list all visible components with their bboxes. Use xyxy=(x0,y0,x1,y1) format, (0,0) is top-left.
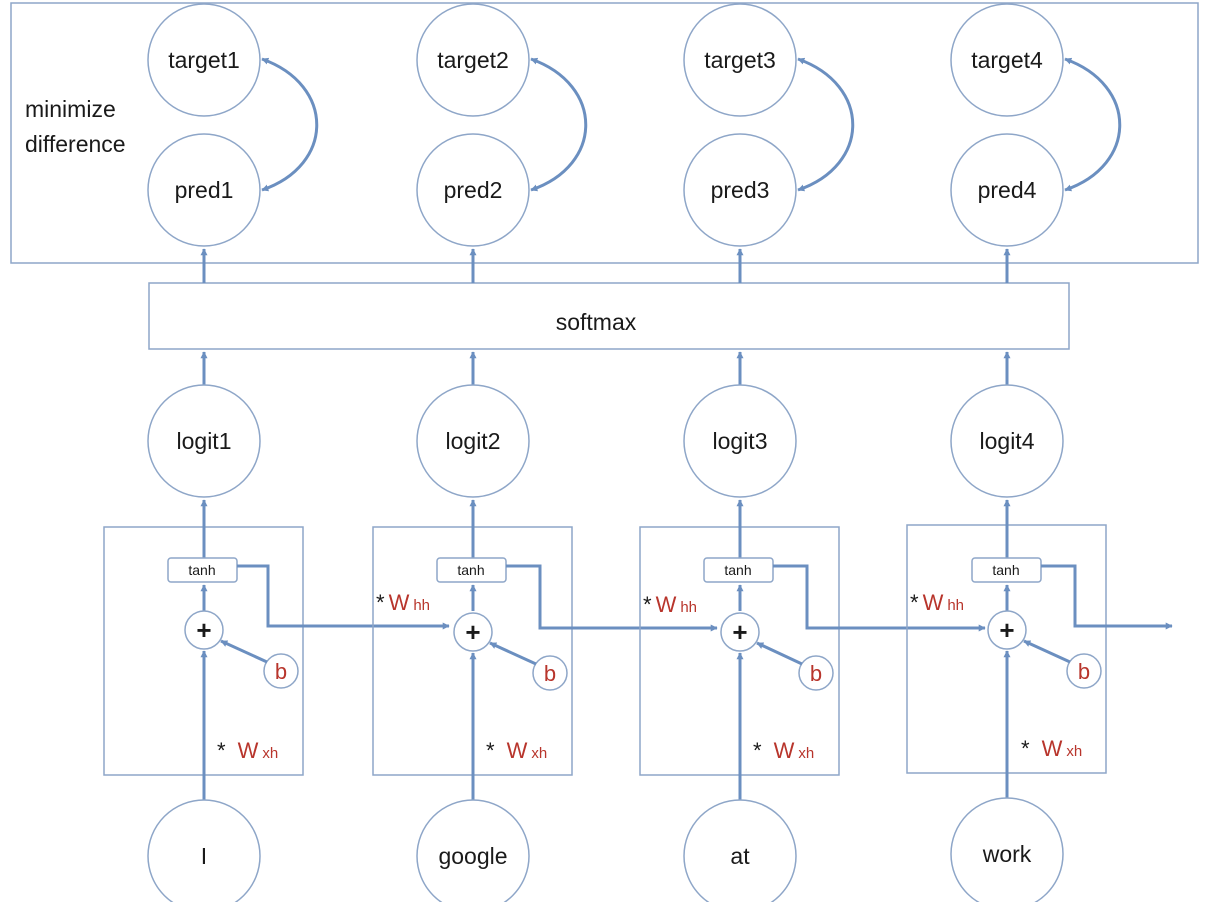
logit-node xyxy=(950,384,1064,498)
sum-symbol: + xyxy=(465,617,480,647)
sum-symbol: + xyxy=(999,615,1014,645)
hidden-state-arrow xyxy=(237,564,450,630)
softmax-box xyxy=(148,282,1070,350)
column-3: target3 pred3 logit3 tanh + b * W xh * W… xyxy=(639,3,986,902)
bias-node xyxy=(263,653,299,689)
input-node xyxy=(950,797,1064,902)
bias-node xyxy=(532,655,568,691)
tanh-box xyxy=(703,557,774,583)
input-weight-label: * W xh xyxy=(753,738,814,763)
sum-node xyxy=(184,610,224,650)
input-node xyxy=(416,799,530,902)
pred-node xyxy=(416,133,530,247)
bias-arrow xyxy=(1023,639,1071,664)
hidden-state-arrow xyxy=(773,564,986,632)
hidden-weight-label: * W hh xyxy=(910,590,964,615)
bias-label: b xyxy=(1078,659,1090,684)
pred-label: pred4 xyxy=(978,177,1037,203)
logit-label: logit2 xyxy=(446,428,501,454)
bias-label: b xyxy=(810,661,822,686)
difference-arrow xyxy=(530,57,588,192)
hidden-weight-label: * W hh xyxy=(643,592,697,617)
tanh-box xyxy=(971,557,1042,583)
logit-node xyxy=(416,384,530,498)
pred-node xyxy=(950,133,1064,247)
sum-node xyxy=(453,612,493,652)
target-node xyxy=(683,3,797,117)
logit-label: logit4 xyxy=(980,428,1035,454)
difference-arrow xyxy=(797,57,855,192)
pred-node xyxy=(683,133,797,247)
input-weight-label: * W xh xyxy=(486,738,547,763)
target-label: target2 xyxy=(437,47,509,73)
tanh-label: tanh xyxy=(992,562,1019,578)
sum-symbol: + xyxy=(732,617,747,647)
difference-arrow xyxy=(1064,57,1122,192)
input-word: google xyxy=(438,843,507,869)
target-node xyxy=(950,3,1064,117)
pred-label: pred2 xyxy=(444,177,503,203)
target-label: target3 xyxy=(704,47,776,73)
tanh-label: tanh xyxy=(724,562,751,578)
tanh-label: tanh xyxy=(457,562,484,578)
bias-node xyxy=(798,655,834,691)
difference-label: difference xyxy=(25,131,126,157)
sum-node xyxy=(720,612,760,652)
logit-label: logit3 xyxy=(713,428,768,454)
target-node xyxy=(416,3,530,117)
minimize-label: minimize xyxy=(25,96,116,122)
sum-node xyxy=(987,610,1027,650)
input-word: work xyxy=(982,841,1032,867)
input-word: I xyxy=(201,843,207,869)
input-weight-label: * W xh xyxy=(217,738,278,763)
pred-label: pred3 xyxy=(711,177,770,203)
bias-arrow xyxy=(220,639,268,664)
target-node xyxy=(147,3,261,117)
bias-label: b xyxy=(275,659,287,684)
logit-node xyxy=(683,384,797,498)
logit-node xyxy=(147,384,261,498)
target-label: target1 xyxy=(168,47,240,73)
tanh-box xyxy=(167,557,238,583)
hidden-weight-label: * W hh xyxy=(376,590,430,615)
bias-label: b xyxy=(544,661,556,686)
pred-label: pred1 xyxy=(175,177,234,203)
input-node xyxy=(683,799,797,902)
loss-box xyxy=(10,2,1199,264)
difference-arrow xyxy=(261,57,319,192)
bias-node xyxy=(1066,653,1102,689)
target-label: target4 xyxy=(971,47,1043,73)
sum-symbol: + xyxy=(196,615,211,645)
column-4: target4 pred4 logit4 tanh + b * W xh * W… xyxy=(906,3,1173,902)
pred-node xyxy=(147,133,261,247)
tanh-label: tanh xyxy=(188,562,215,578)
bias-arrow xyxy=(756,641,803,666)
input-weight-label: * W xh xyxy=(1021,736,1082,761)
column-1: target1 pred1 logit1 tanh + b * W xh I xyxy=(103,3,450,902)
tanh-box xyxy=(436,557,507,583)
softmax-label: softmax xyxy=(556,309,637,335)
column-2: target2 pred2 logit2 tanh + b * W xh * W… xyxy=(372,3,718,902)
hidden-state-arrow xyxy=(506,564,718,632)
bias-arrow xyxy=(489,641,537,666)
logit-label: logit1 xyxy=(177,428,232,454)
hidden-state-output-arrow xyxy=(1041,564,1173,630)
input-word: at xyxy=(730,843,750,869)
input-node xyxy=(147,799,261,902)
